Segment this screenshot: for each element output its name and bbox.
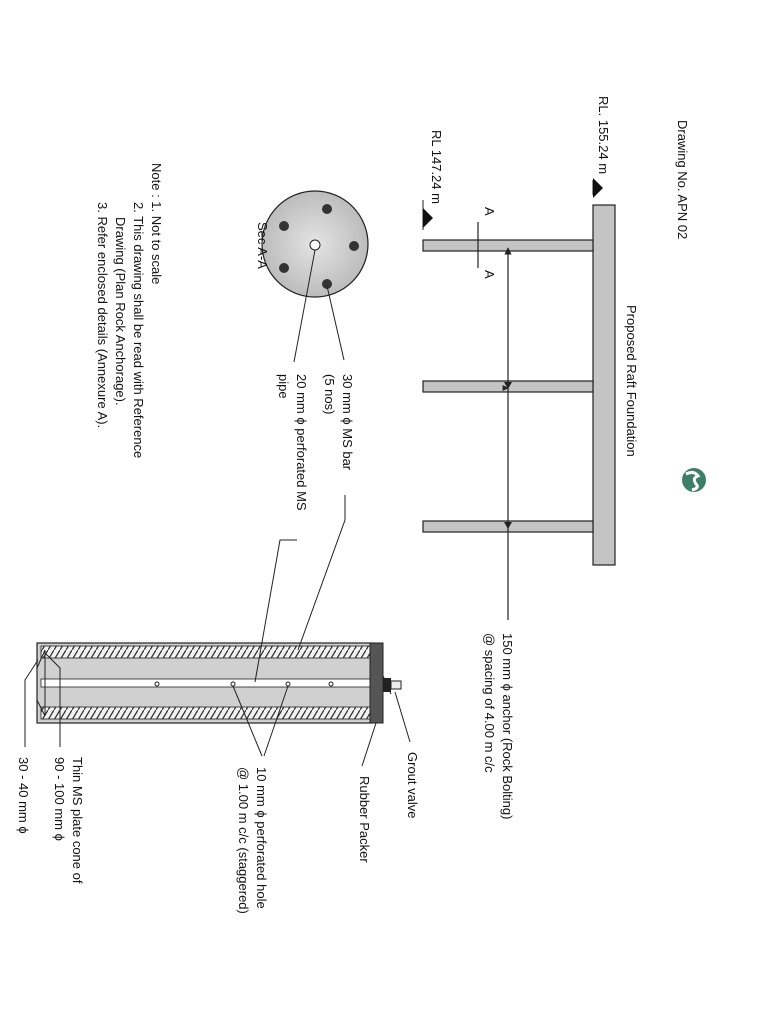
thread-upper [40,645,373,659]
cone-label-line1: Thin MS plate cone of [70,757,85,884]
section-aa-disc [261,190,369,298]
cone-tip [36,649,46,717]
leader-cone [43,651,61,747]
note-3: 3. Refer enclosed details (Annexure A). [95,202,110,428]
leader-hole-1 [232,685,263,757]
ms-bar-label-line1: 30 mm ϕ MS bar [340,374,355,471]
level-top-marker [593,178,603,198]
leader-pipe-to-detail [254,539,297,683]
note-2-cont: Drawing (Plan Rock Anchorage). [113,217,128,406]
anchor-detail [36,642,373,724]
ms-bar-3 [349,241,359,251]
level-bottom-label: RL 147.24 m [429,130,444,204]
spacing-arrow-mid [504,382,512,389]
pipe-label-line1: 20 mm ϕ perforated MS [294,374,309,511]
raft-title: Proposed Raft Foundation [624,305,639,457]
note-2: 2. This drawing shall be read with Refer… [131,202,146,458]
grout-valve [382,675,402,695]
hole-label-line2: @ 1.00 m c/c (staggered) [236,767,251,914]
section-mark-left: A [482,207,497,216]
perforated-pipe-detail [40,678,373,688]
anchor-label-line1: 150 mm ϕ anchor (Rock Bolting) [500,633,515,819]
rubber-packer [369,642,384,724]
pipe-label-line2: pipe [276,374,291,399]
spacing-arrow-right [504,522,512,529]
tip-label: 30 - 40 mm ϕ [16,757,31,834]
section-title: Sec A-A [255,222,270,269]
leader-bar-section [326,285,345,361]
ms-bar-2 [279,221,289,231]
leader-rubber-packer [361,722,377,767]
perforated-pipe [309,239,321,251]
ms-bar-5 [322,279,332,289]
cone-label-line2: 90 - 100 mm ϕ [52,757,67,841]
rubber-packer-label: Rubber Packer [357,776,372,863]
hole-label-line1: 10 mm ϕ perforated hole [254,767,269,909]
company-logo [682,468,706,492]
leader-hole-2 [263,685,289,757]
grout-valve-label: Grout valve [405,752,420,818]
ms-bar-label-line2: (5 nos) [322,374,337,414]
leader-tip [24,659,39,747]
drawing-number: Drawing No. APN 02 [675,120,690,239]
level-top-label: RL. 155.24 m [596,96,611,174]
raft-slab [592,204,616,566]
ms-bar-4 [279,263,289,273]
anchor-label-line2: @ spacing of 4.00 m c/c [482,633,497,773]
thread-lower [40,706,373,720]
leader-bar-to-detail [297,495,346,651]
section-mark-right: A [482,270,497,279]
ms-bar-1 [322,204,332,214]
level-bottom-marker [423,208,433,228]
note-1: Note : 1. Not to scale [149,163,164,284]
leader-pipe-section [293,249,316,363]
leader-grout-valve [394,691,411,743]
